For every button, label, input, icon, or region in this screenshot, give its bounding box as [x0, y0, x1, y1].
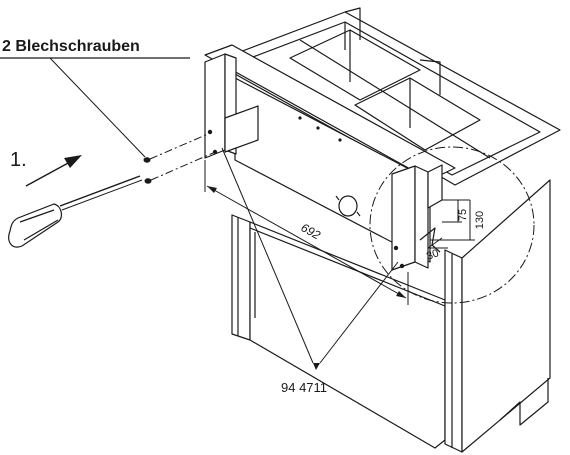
- part-number-label: 94 4711: [281, 380, 327, 395]
- dimension-75-label: 75: [457, 209, 469, 221]
- machine-frame: [204, 7, 561, 453]
- dimension-692: [204, 160, 409, 305]
- part-leader-tip: [313, 363, 320, 370]
- screws-leader: [49, 57, 146, 158]
- angle-30-label: 30: [425, 247, 441, 262]
- angle-mark: [427, 237, 448, 249]
- left-bracket: [204, 53, 259, 159]
- screw-icon: [143, 157, 152, 184]
- detail-circle: [369, 146, 535, 304]
- part-leaders: [221, 147, 399, 364]
- screws-label: 2 Blechschrauben: [2, 38, 140, 55]
- right-bracket: [391, 164, 443, 271]
- dimension-height: [430, 199, 475, 241]
- screwdriver-icon: [8, 175, 143, 248]
- dimension-130-label: 130: [474, 211, 486, 229]
- direction-arrow-icon: [25, 155, 82, 187]
- screw-paths: [149, 133, 214, 181]
- step-number: 1.: [10, 149, 27, 171]
